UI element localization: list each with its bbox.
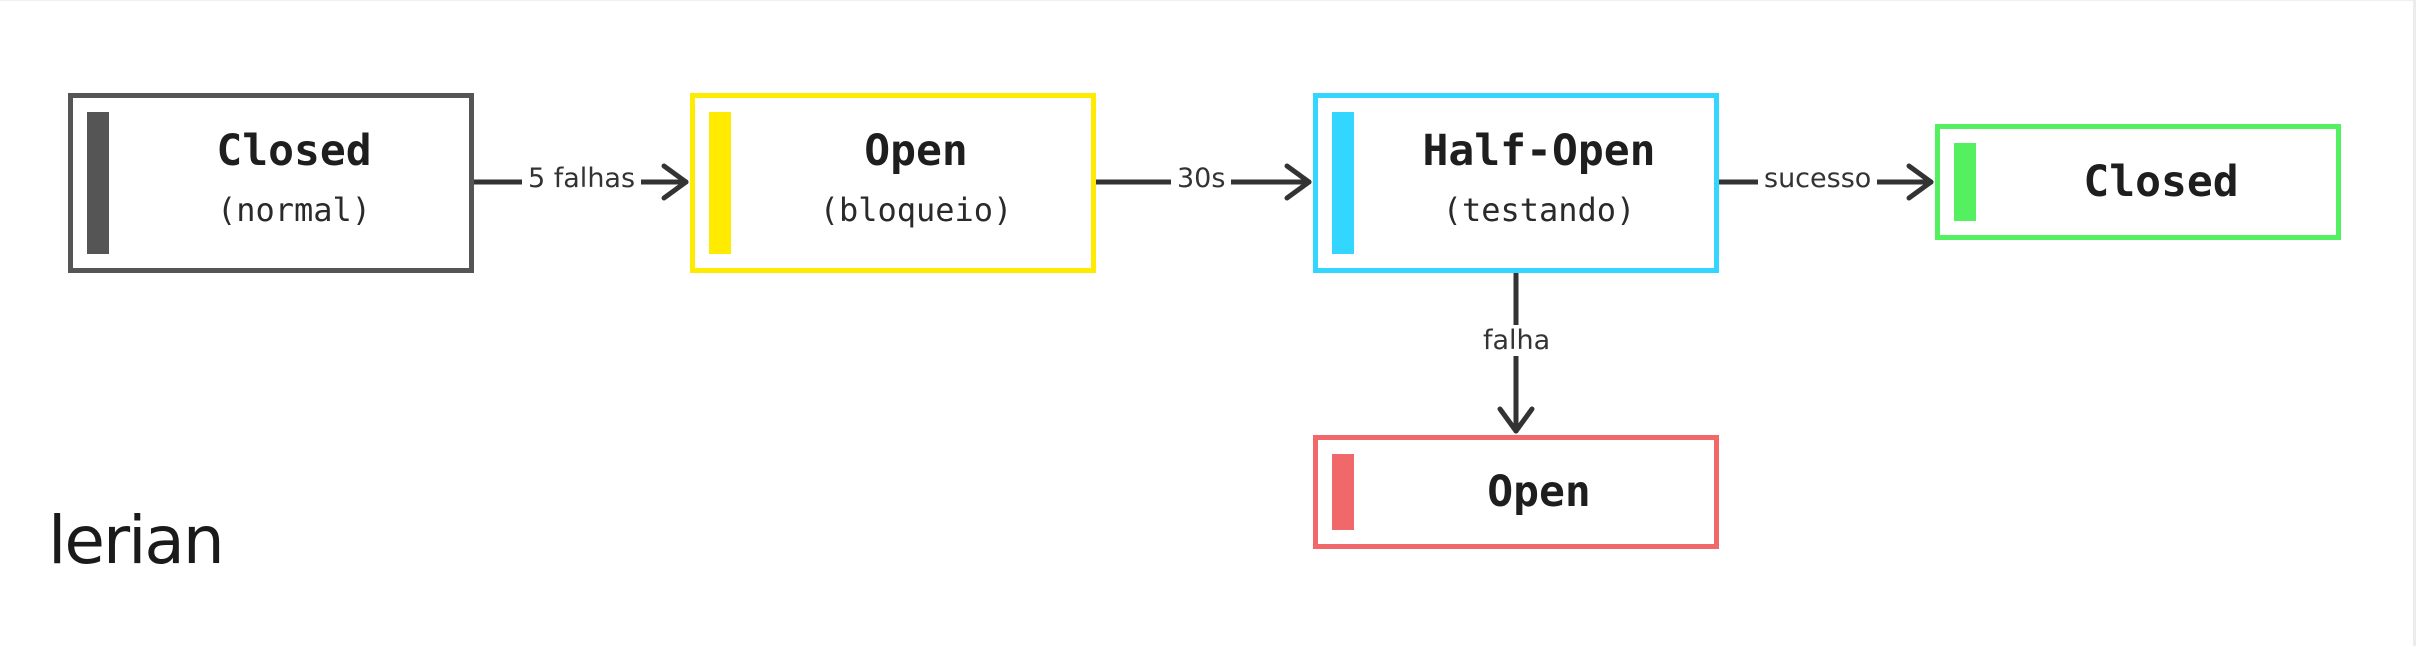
edge-label-5-falhas: 5 falhas	[522, 163, 642, 194]
state-title: Closed	[2083, 157, 2239, 207]
state-title: Half-Open	[1422, 126, 1656, 176]
edge-closed-open-arrowhead	[661, 163, 689, 201]
state-accent-bar	[1332, 112, 1354, 254]
state-title: Open	[864, 126, 968, 176]
state-half-open: Half-Open (testando)	[1313, 93, 1719, 273]
state-accent-bar	[1954, 143, 1976, 221]
state-closed-normal: Closed (normal)	[68, 93, 474, 273]
edge-open-halfopen-arrowhead	[1284, 163, 1312, 201]
state-subtitle: (testando)	[1442, 191, 1636, 229]
lerian-logo: lerian	[48, 502, 225, 579]
edge-halfopen-closed-arrowhead	[1906, 163, 1934, 201]
state-open-final: Open	[1313, 435, 1719, 549]
state-title: Closed	[216, 126, 372, 176]
state-accent-bar	[87, 112, 109, 254]
edge-halfopen-open-arrowhead	[1497, 406, 1535, 434]
state-title: Open	[1487, 467, 1591, 517]
edge-label-falha: falha	[1477, 325, 1557, 356]
state-subtitle: (bloqueio)	[819, 191, 1013, 229]
state-accent-bar	[1332, 454, 1354, 530]
edge-label-30s: 30s	[1171, 163, 1232, 194]
state-closed-final: Closed	[1935, 124, 2341, 240]
state-open-bloqueio: Open (bloqueio)	[690, 93, 1096, 273]
state-subtitle: (normal)	[216, 191, 372, 229]
state-accent-bar	[709, 112, 731, 254]
edge-label-sucesso: sucesso	[1758, 163, 1878, 194]
